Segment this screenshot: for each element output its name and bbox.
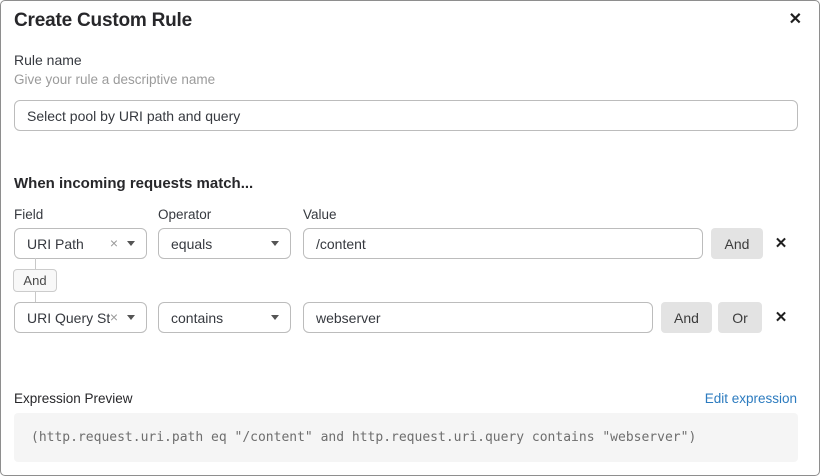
and-button-row2[interactable]: And bbox=[661, 302, 712, 333]
rule-name-hint: Give your rule a descriptive name bbox=[14, 72, 216, 87]
operator-column-label: Operator bbox=[158, 207, 212, 222]
field-column-label: Field bbox=[14, 207, 44, 222]
or-button-row2[interactable]: Or bbox=[718, 302, 762, 333]
chevron-down-icon bbox=[127, 241, 135, 246]
close-icon[interactable]: ✕ bbox=[785, 7, 806, 31]
match-heading: When incoming requests match... bbox=[14, 175, 254, 192]
operator-select-row1[interactable]: equals bbox=[158, 228, 291, 259]
field-select-row2[interactable]: URI Query St... × bbox=[14, 302, 147, 333]
rule-name-label: Rule name bbox=[14, 52, 82, 68]
remove-condition-icon-row2[interactable]: ✕ bbox=[770, 307, 792, 329]
clear-field-icon[interactable]: × bbox=[109, 235, 118, 251]
value-input-row1[interactable] bbox=[303, 228, 703, 259]
chevron-down-icon bbox=[271, 315, 279, 320]
field-select-row1[interactable]: URI Path × bbox=[14, 228, 147, 259]
and-connector-badge: And bbox=[13, 269, 57, 292]
edit-expression-link[interactable]: Edit expression bbox=[704, 391, 797, 406]
chevron-down-icon bbox=[271, 241, 279, 246]
operator-select-value: contains bbox=[171, 309, 224, 326]
and-button-row1[interactable]: And bbox=[711, 228, 763, 259]
page-title: Create Custom Rule bbox=[14, 10, 192, 31]
remove-condition-icon-row1[interactable]: ✕ bbox=[770, 233, 792, 255]
rule-name-input[interactable] bbox=[14, 100, 798, 131]
field-select-value: URI Path bbox=[27, 235, 84, 252]
expression-preview-label: Expression Preview bbox=[14, 391, 133, 406]
value-input-row2[interactable] bbox=[303, 302, 653, 333]
field-select-value: URI Query St... bbox=[27, 309, 110, 326]
operator-select-row2[interactable]: contains bbox=[158, 302, 291, 333]
operator-select-value: equals bbox=[171, 235, 213, 252]
clear-field-icon[interactable]: × bbox=[109, 309, 118, 325]
expression-code: (http.request.uri.path eq "/content" and… bbox=[14, 413, 798, 462]
chevron-down-icon bbox=[127, 315, 135, 320]
value-column-label: Value bbox=[303, 207, 337, 222]
